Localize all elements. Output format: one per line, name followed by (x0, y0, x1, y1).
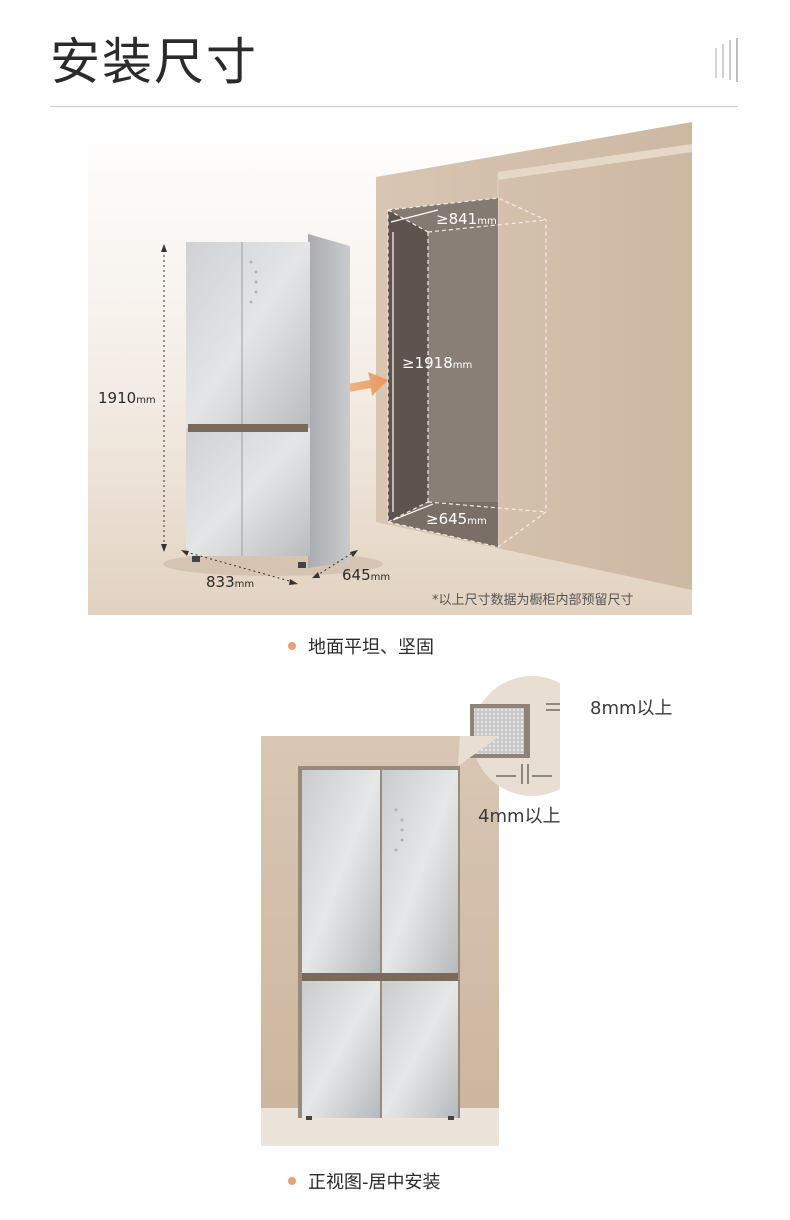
bullet-dot-icon (288, 642, 296, 650)
decorative-lines-icon (715, 38, 738, 82)
dimension-footnote: *以上尺寸数据为橱柜内部预留尺寸 (432, 593, 634, 608)
bullet-floor: 地面平坦、坚固 (288, 633, 434, 659)
top-gap-label: 8mm以上 (590, 698, 673, 719)
bullet-front-view: 正视图-居中安装 (288, 1168, 441, 1194)
side-gap-label: 4mm以上 (478, 806, 561, 827)
bullet-dot-icon (288, 1177, 296, 1185)
cabinet-depth-label: ≥645mm (426, 510, 487, 528)
depth-dimension-label: 645mm (342, 566, 391, 584)
page-title: 安装尺寸 (50, 33, 258, 91)
front-view-diagram (261, 676, 560, 1146)
cabinet-width-label: ≥841mm (436, 210, 497, 228)
cabinet-height-label: ≥1918mm (402, 354, 473, 372)
height-dimension-label: 1910mm (98, 389, 156, 407)
installation-dimension-diagram (88, 122, 692, 615)
width-dimension-label: 833mm (206, 573, 255, 591)
header-divider (50, 106, 738, 107)
